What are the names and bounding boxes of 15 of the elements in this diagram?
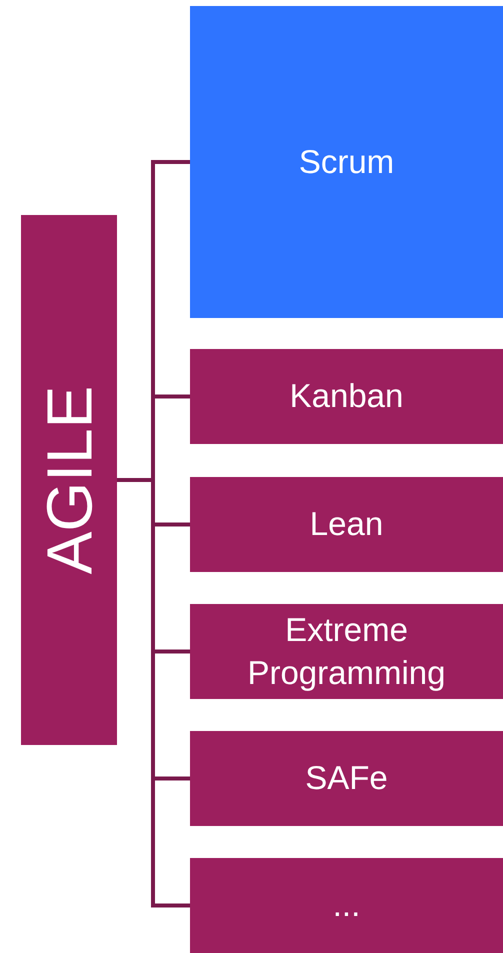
box-label: ... <box>332 885 362 926</box>
method-box <box>190 349 503 444</box>
box-label: Extreme Programming <box>246 610 447 693</box>
box-label: Kanban <box>288 376 404 416</box>
method-box <box>190 6 503 318</box>
connector-line <box>117 478 190 908</box>
box-label: SAFe <box>304 758 389 798</box>
method-box <box>21 215 117 745</box>
box-label: AGILE <box>37 386 101 574</box>
box-label: Scrum <box>298 142 396 182</box>
method-box <box>190 731 503 826</box>
method-box <box>190 858 503 953</box>
method-box <box>190 477 503 572</box>
method-box <box>190 604 503 699</box>
box-label: Lean <box>308 504 384 544</box>
